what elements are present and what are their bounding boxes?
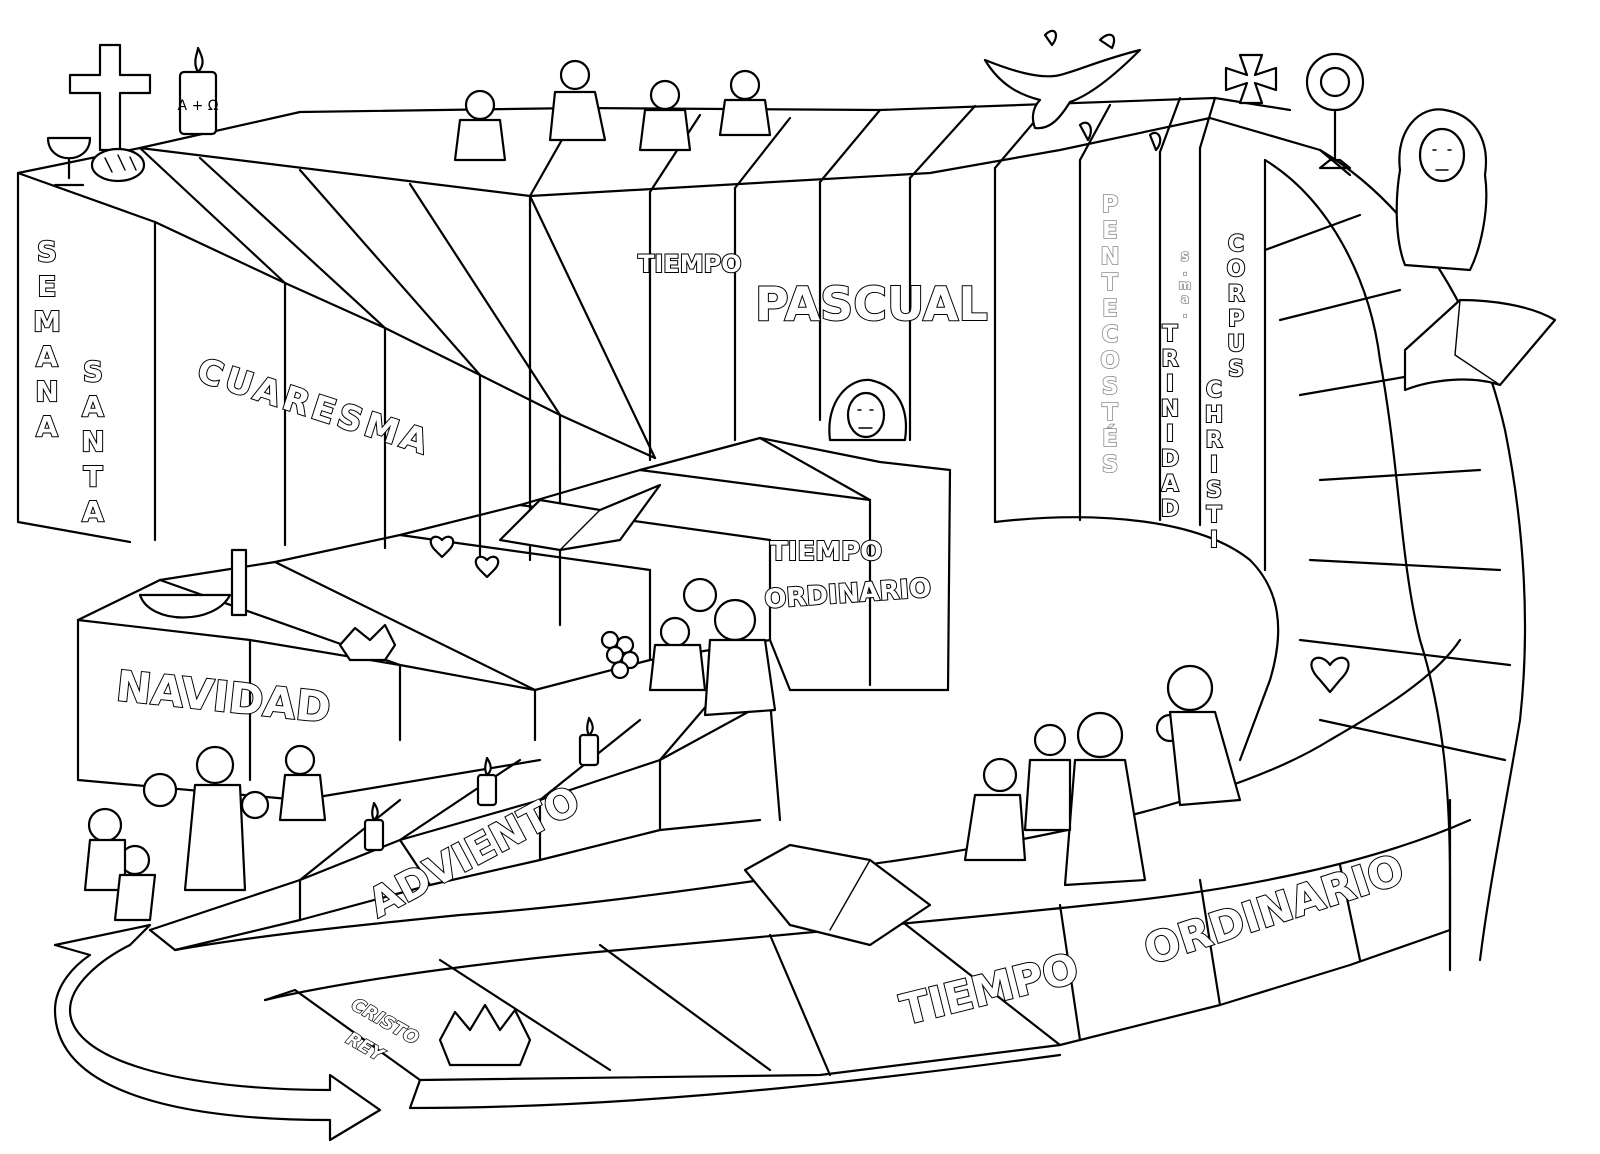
adviento-label: ADVIENTO <box>361 777 588 927</box>
trinidad-vertical-text: TRINIDAD <box>1158 322 1183 522</box>
christi-vertical-text: CHRISTI <box>1202 378 1227 553</box>
children-icon <box>83 744 327 922</box>
advent-candle-icon <box>476 756 498 807</box>
arrow-icon <box>53 923 382 1142</box>
grapes-icon <box>600 630 640 680</box>
tiempo-ordinario-lower-label-1: TIEMPO <box>896 943 1084 1034</box>
navidad-label: NAVIDAD <box>114 661 333 732</box>
heart-icon <box>1310 656 1350 694</box>
jesus-icon <box>1395 108 1488 272</box>
dove-icon <box>983 29 1162 152</box>
tiempo-ordinario-upper-label-1: TIEMPO <box>770 537 882 567</box>
cross-icon <box>68 43 152 152</box>
book-icon <box>498 483 662 552</box>
crown-icon <box>338 623 397 662</box>
heart-icon <box>474 555 500 579</box>
bottom-ribbon <box>53 638 1472 1142</box>
lower-block <box>76 688 782 952</box>
bread-icon <box>90 147 146 183</box>
cross-pattee-icon <box>1224 53 1278 105</box>
corpus-vertical-text: CORPUS <box>1224 232 1249 382</box>
family-icon <box>963 664 1242 887</box>
children-icon <box>453 59 772 162</box>
semana-vertical-text: SEMANA <box>31 235 64 445</box>
stma-vertical-text: S.ma. <box>1178 250 1192 320</box>
heart-icon <box>429 535 455 559</box>
basin-icon <box>138 548 248 619</box>
santa-vertical-text: SANTA <box>77 355 110 530</box>
upper-block <box>16 96 1527 972</box>
book-icon <box>743 843 932 947</box>
chalice-icon <box>46 136 92 187</box>
candle-symbols: A + Ω <box>178 98 219 114</box>
book-icon <box>1403 298 1557 392</box>
cuaresma-label: CUARESMA <box>192 351 436 464</box>
advent-candle-icon <box>363 801 385 852</box>
tiempo-ordinario-lower-label-2: ORDINARIO <box>1138 845 1410 975</box>
crown-icon <box>438 1003 532 1067</box>
advent-candle-icon <box>578 716 600 767</box>
paschal-candle-icon: A + Ω <box>178 46 219 136</box>
monstrance-icon <box>1305 52 1365 170</box>
tiempo-pascual-label-2: PASCUAL <box>755 277 988 331</box>
family-icon <box>648 577 777 717</box>
tiempo-ordinario-upper-label-2: ORDINARIO <box>763 573 932 615</box>
rey-label: REY <box>343 1028 389 1067</box>
tiempo-pascual-label-1: TIEMPO <box>638 250 742 278</box>
pentecostes-vertical-text: PENTECOSTÉS <box>1097 192 1123 478</box>
jesus-icon <box>828 378 908 442</box>
